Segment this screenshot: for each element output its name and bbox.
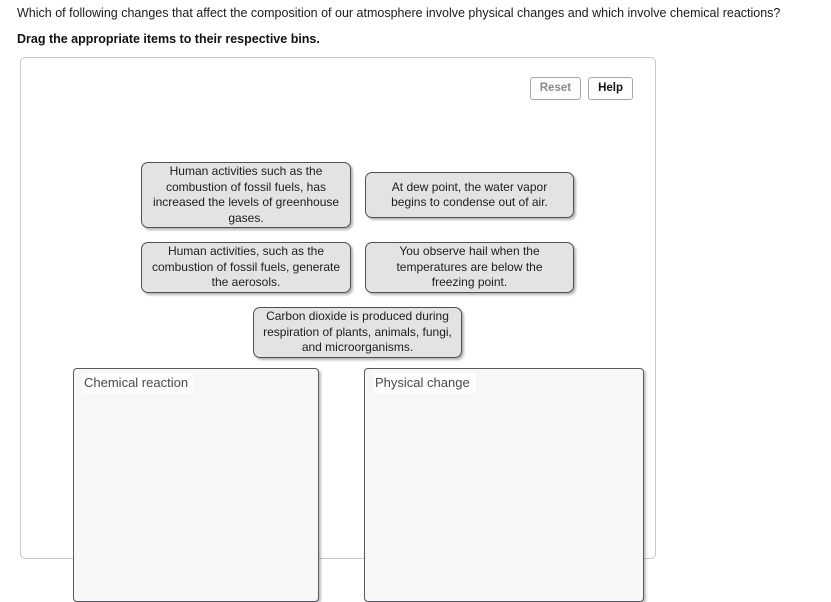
drag-item[interactable]: Carbon dioxide is produced during respir… xyxy=(253,307,462,358)
instruction-text: Drag the appropriate items to their resp… xyxy=(17,32,320,46)
drag-item[interactable]: Human activities, such as the combustion… xyxy=(141,242,351,293)
drag-item[interactable]: Human activities such as the combustion … xyxy=(141,162,351,228)
question-text: Which of following changes that affect t… xyxy=(17,6,781,20)
activity-panel: Reset Help Human activities such as the … xyxy=(20,57,656,602)
drop-bin-physical-change[interactable]: Physical change xyxy=(364,368,644,602)
bin-label: Physical change xyxy=(373,373,476,394)
drag-item[interactable]: At dew point, the water vapor begins to … xyxy=(365,172,574,218)
help-button[interactable]: Help xyxy=(588,77,633,100)
drag-item[interactable]: You observe hail when the temperatures a… xyxy=(365,242,574,293)
bin-label: Chemical reaction xyxy=(82,373,195,394)
reset-button[interactable]: Reset xyxy=(529,77,582,100)
toolbar: Reset Help xyxy=(529,77,633,100)
drop-bin-chemical-reaction[interactable]: Chemical reaction xyxy=(73,368,319,602)
